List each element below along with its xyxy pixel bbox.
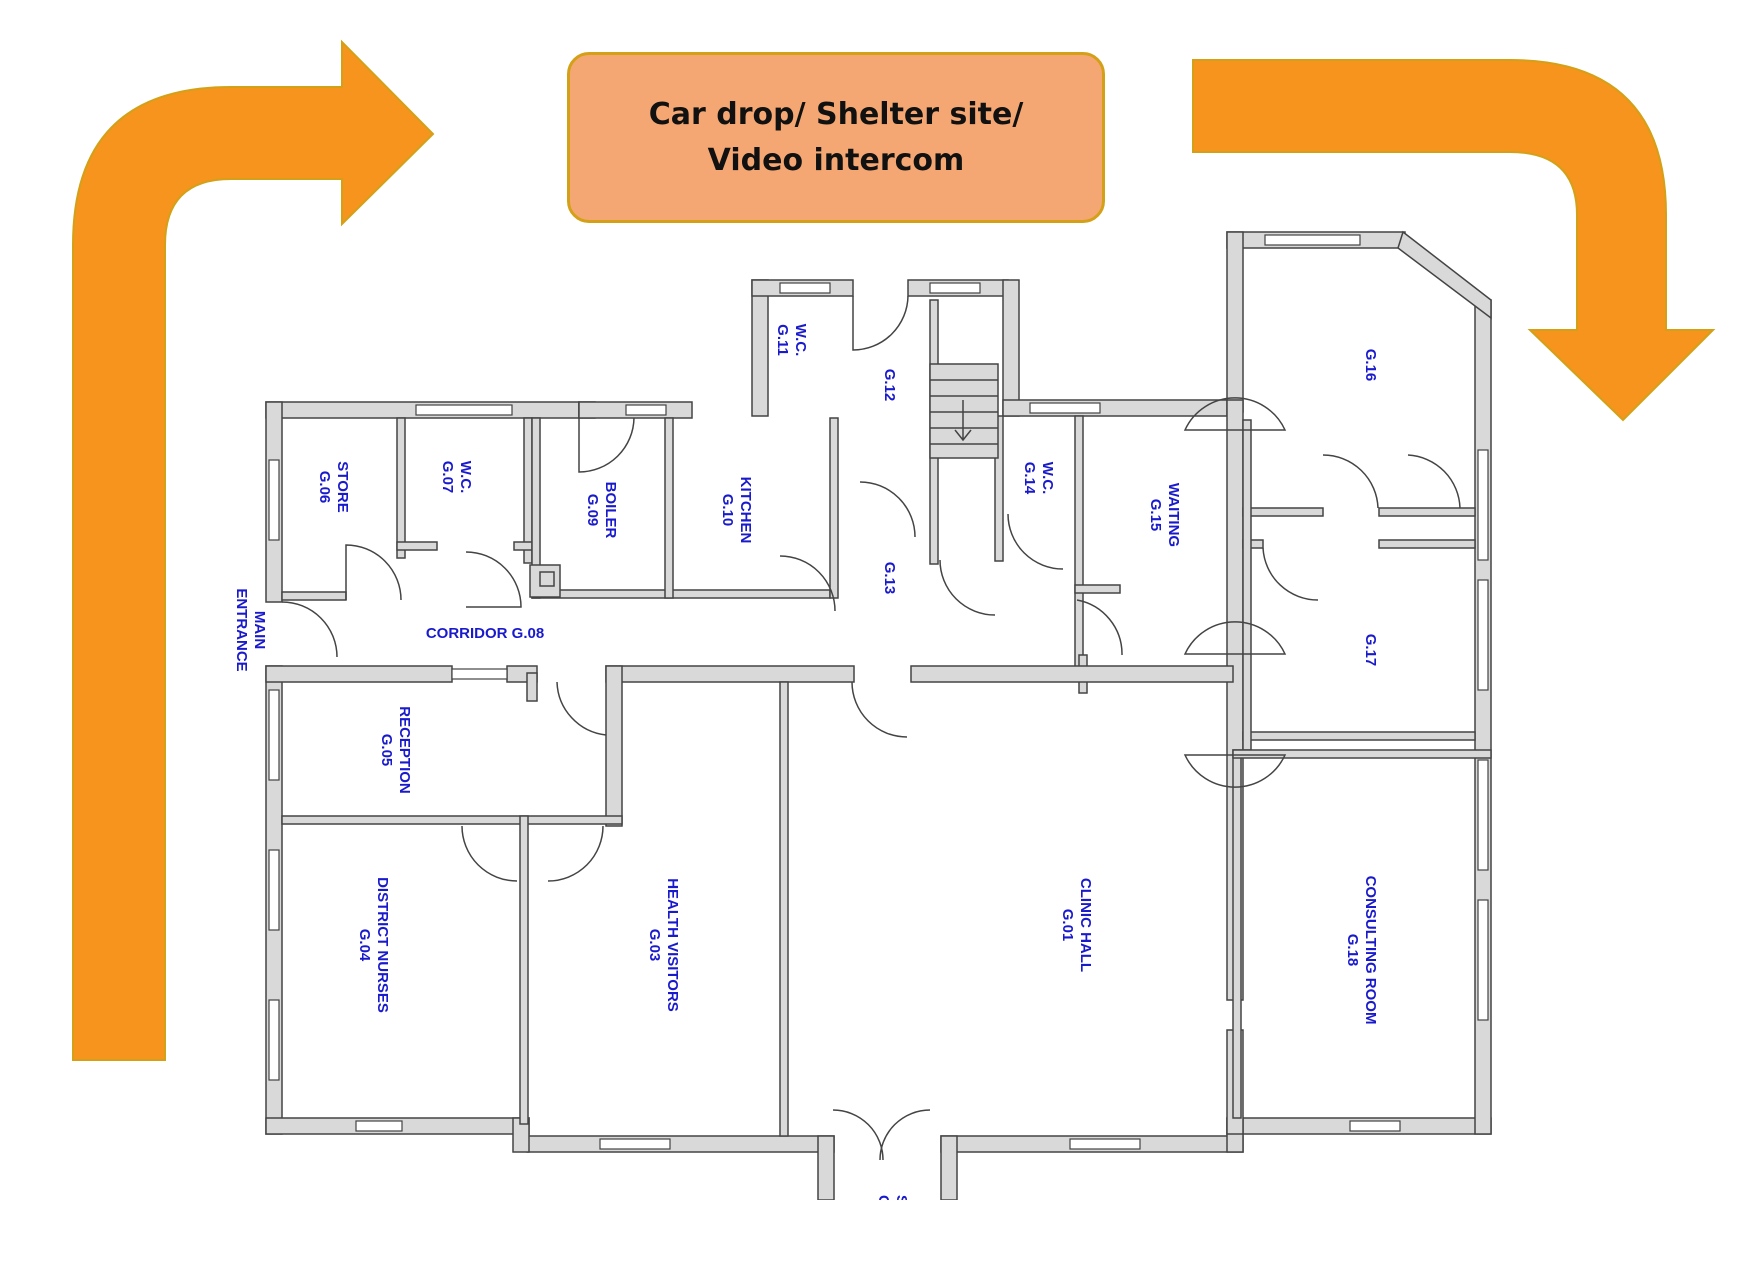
room-label-waiting: WAITINGG.15 bbox=[1147, 483, 1182, 547]
room-label-consulting-room: CONSULTING ROOMG.18 bbox=[1344, 876, 1379, 1025]
room-label-g17: G.17 bbox=[1362, 634, 1379, 667]
room-label-g13: G.13 bbox=[881, 562, 898, 595]
left-turn-arrow bbox=[72, 39, 435, 1061]
room-label-store: STOREG.06 bbox=[316, 461, 351, 512]
room-label-district-nurses: DISTRICT NURSESG.04 bbox=[356, 877, 391, 1013]
floorplan-doors bbox=[281, 295, 1461, 1161]
bottom-crop-mask bbox=[0, 1200, 1755, 1265]
room-label-health-visitors: HEALTH VISITORSG.03 bbox=[646, 878, 681, 1012]
room-label-boiler: BOILERG.09 bbox=[584, 482, 619, 539]
floorplan-walls bbox=[265, 230, 1492, 1201]
room-label-wc-g14: W.C.G.14 bbox=[1021, 462, 1056, 495]
corridor-label: CORRIDOR G.08 bbox=[426, 625, 544, 642]
callout-text: Car drop/ Shelter site/ Video intercom bbox=[648, 96, 1024, 178]
right-turn-arrow bbox=[1192, 59, 1716, 422]
room-label-wc-g07: W.C.G.07 bbox=[439, 461, 474, 494]
room-label-g12: G.12 bbox=[881, 369, 898, 402]
callout-box: Car drop/ Shelter site/ Video intercom bbox=[567, 52, 1105, 223]
floorplan-windows bbox=[268, 234, 1489, 1150]
room-label-kitchen: KITCHENG.10 bbox=[719, 477, 754, 544]
room-label-reception: RECEPTIONG.05 bbox=[378, 706, 413, 794]
room-label-clinic-hall: CLINIC HALLG.01 bbox=[1059, 878, 1094, 972]
room-label-g16: G.16 bbox=[1362, 349, 1379, 382]
room-label-main-entrance: MAINENTRANCE bbox=[233, 588, 268, 671]
room-label-wc-g11: W.C.G.11 bbox=[774, 324, 809, 357]
